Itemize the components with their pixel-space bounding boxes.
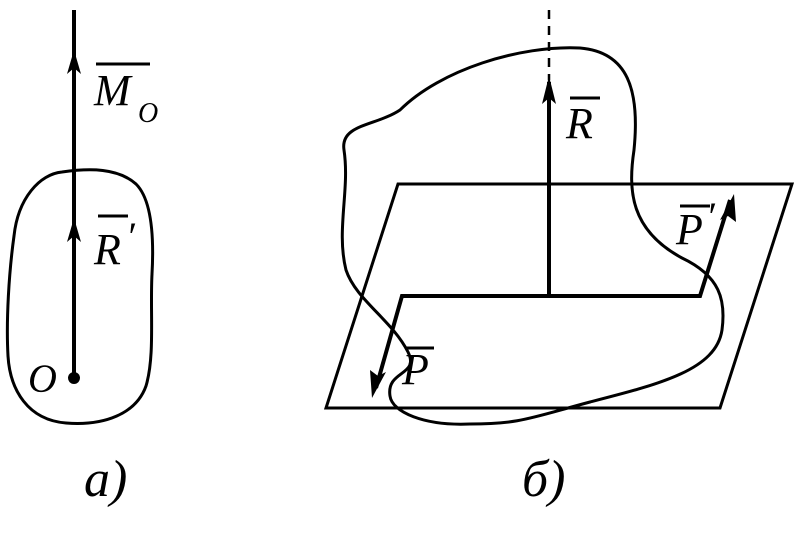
moment-label-subscript: O [138, 98, 158, 129]
resultant-label-a-letter: R [93, 225, 121, 274]
resultant-label-a: R ′ [93, 214, 136, 274]
force-p-arrowhead [370, 370, 386, 398]
resultant-arrowhead-b [542, 76, 556, 104]
resultant-label-a-prime: ′ [126, 214, 136, 259]
figure-b: R P P ′ б) [323, 10, 795, 508]
figure-a: O M O R ′ а) [5, 10, 158, 508]
moment-arrowhead [67, 50, 81, 74]
force-p-prime-label-letter: P [675, 205, 703, 254]
force-p-prime-label: P ′ [675, 194, 716, 254]
resultant-label-b-letter: R [565, 99, 593, 148]
force-pair-line [374, 199, 732, 389]
force-p-prime-label-prime: ′ [706, 194, 716, 239]
resultant-label-b: R [565, 96, 600, 148]
plane [323, 182, 795, 410]
caption-b: б) [522, 451, 565, 508]
caption-a: а) [84, 451, 127, 508]
force-p-prime-arrowhead [720, 194, 736, 222]
force-p-label: P [401, 345, 434, 394]
moment-label-letter: M [93, 66, 133, 115]
resultant-arrowhead-a [67, 218, 81, 242]
moment-label: M O [93, 62, 158, 129]
force-p-label-letter: P [401, 345, 429, 394]
body-outline-a [5, 168, 155, 425]
body-outline-b [340, 46, 725, 426]
origin-label: O [28, 356, 57, 401]
origin-point [68, 372, 80, 384]
